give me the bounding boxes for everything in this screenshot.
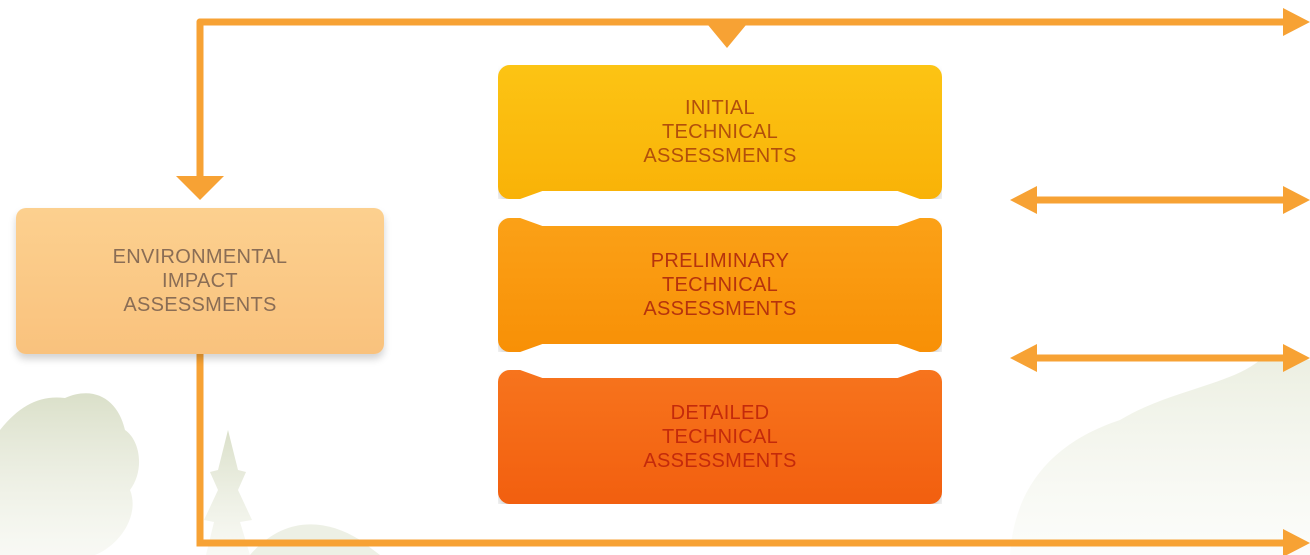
environmental-impact-label: ENVIRONMENTAL IMPACT ASSESSMENTS (112, 246, 288, 316)
preliminary-assessment-label: PRELIMINARY TECHNICAL ASSESSMENTS (643, 250, 797, 320)
initial-assessment-label: INITIAL TECHNICAL ASSESSMENTS (643, 97, 797, 167)
tree-conifer-icon (204, 430, 252, 555)
top-right-arrowhead-icon (1283, 8, 1310, 36)
lower-right-arrowhead-icon (1283, 344, 1310, 372)
detailed-assessment-label: DETAILED TECHNICAL ASSESSMENTS (643, 402, 797, 472)
upper-left-arrowhead-icon (1010, 186, 1037, 214)
environmental-impact-box: ENVIRONMENTAL IMPACT ASSESSMENTS (16, 208, 384, 354)
tree-left-icon (0, 393, 140, 555)
bottom-right-arrowhead-icon (1283, 529, 1310, 555)
initial-assessment-box: INITIAL TECHNICAL ASSESSMENTS (498, 65, 942, 199)
top-down-pointer-icon (708, 25, 746, 48)
preliminary-assessment-box: PRELIMINARY TECHNICAL ASSESSMENTS (498, 218, 942, 352)
upper-right-arrowhead-icon (1283, 186, 1310, 214)
tree-right-icon (1010, 357, 1310, 555)
bottom-feedback-line (196, 350, 1290, 547)
lower-left-arrowhead-icon (1010, 344, 1037, 372)
left-down-arrowhead-icon (176, 176, 224, 200)
detailed-assessment-box: DETAILED TECHNICAL ASSESSMENTS (498, 370, 942, 504)
